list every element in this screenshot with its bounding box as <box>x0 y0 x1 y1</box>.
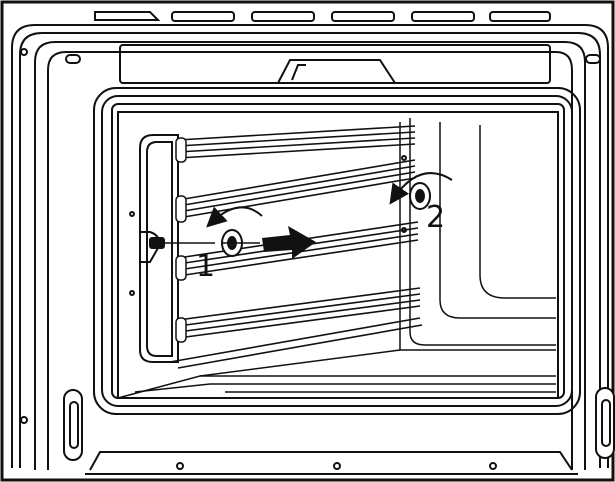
oven-cavity <box>93 87 581 415</box>
left-hinge <box>63 389 83 461</box>
step-1-label: 1 <box>196 249 216 284</box>
door-hinges <box>63 387 615 461</box>
step-2-label: 2 <box>426 200 446 235</box>
rack-rails <box>169 125 423 369</box>
top-slot <box>171 11 235 22</box>
screw <box>20 416 28 424</box>
base-screw <box>176 462 184 470</box>
rail-2 <box>177 159 416 201</box>
step1-rotate-arrow-icon <box>206 206 263 228</box>
rail-4 <box>177 287 421 321</box>
hinge-holes <box>20 48 601 424</box>
top-slot <box>251 11 315 22</box>
step2-rotate-arrow-icon <box>389 172 453 205</box>
top-slot <box>489 11 551 22</box>
oven-body <box>11 24 609 470</box>
pull-right-arrow-icon <box>262 226 316 259</box>
top-slot <box>331 11 395 22</box>
right-hinge-hole <box>585 54 601 64</box>
top-slot <box>411 11 475 22</box>
left-hinge-hole <box>65 54 81 64</box>
side-screw <box>129 290 135 296</box>
top-vent <box>119 44 551 84</box>
screw <box>20 48 28 56</box>
step2-knob <box>409 182 431 210</box>
rail-1 <box>177 125 416 141</box>
side-screw <box>401 155 407 161</box>
top-slot <box>94 11 161 21</box>
top-panel-slots <box>94 11 551 22</box>
side-rack-frame <box>129 134 407 363</box>
side-screw <box>129 211 135 217</box>
step1-knob <box>221 229 260 257</box>
right-hinge <box>595 387 615 459</box>
base-screw <box>489 462 497 470</box>
base-screw <box>333 462 341 470</box>
rack-bottom-bar <box>169 317 421 363</box>
front-fastener <box>140 231 215 263</box>
oven-base <box>85 451 578 475</box>
rail-tabs <box>175 137 187 343</box>
